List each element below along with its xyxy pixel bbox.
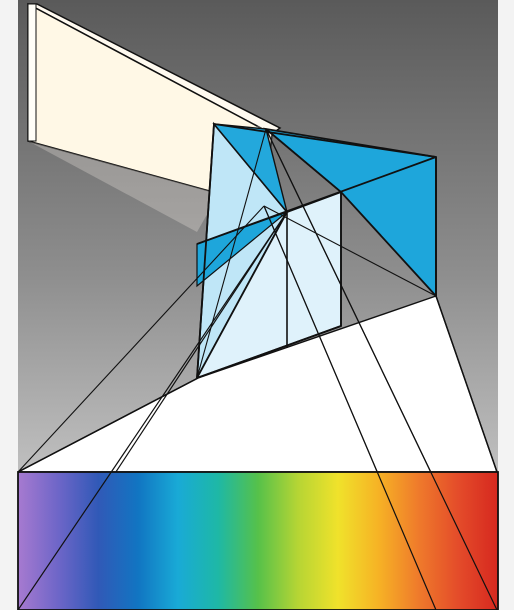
spectrum-band — [18, 472, 498, 610]
light-slit-edge — [28, 4, 36, 141]
